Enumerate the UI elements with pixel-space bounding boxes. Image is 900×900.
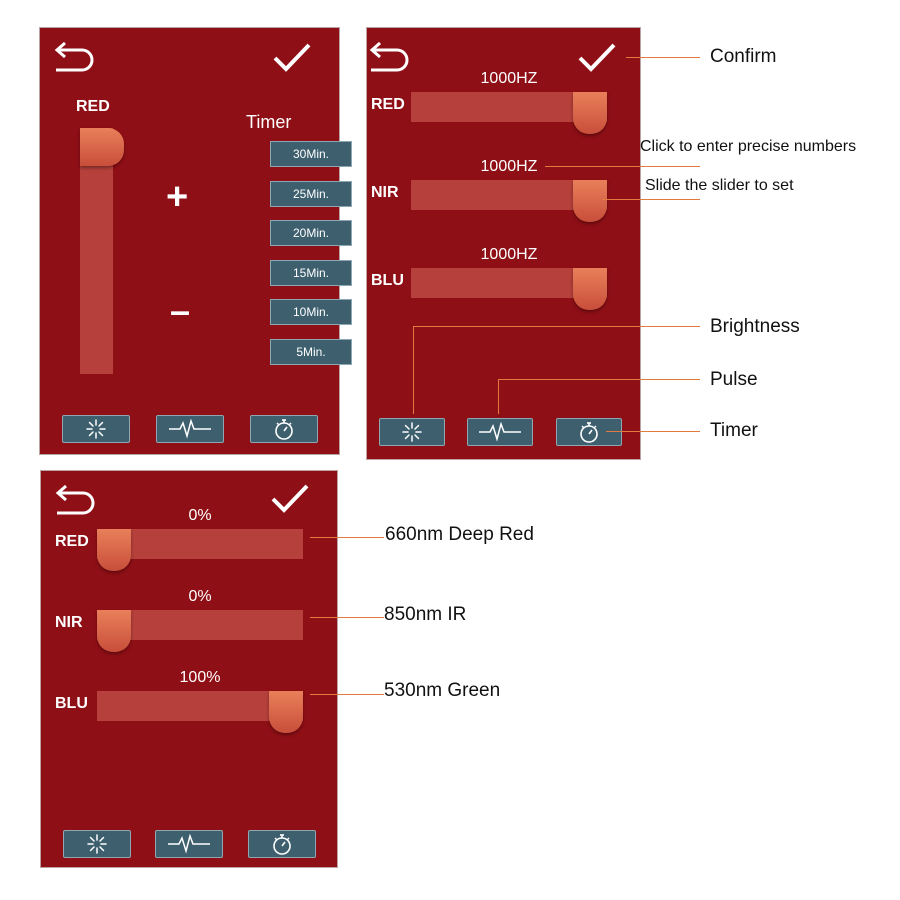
callout-line bbox=[310, 694, 384, 695]
callout-line bbox=[602, 199, 700, 200]
channel-label: NIR bbox=[55, 614, 83, 631]
callout-line bbox=[545, 166, 700, 167]
callout-line bbox=[626, 57, 700, 58]
brightness-button[interactable] bbox=[379, 418, 445, 446]
slider-track[interactable] bbox=[97, 529, 303, 559]
brightness-panel: RED 0% NIR 0% BLU 100% bbox=[40, 470, 338, 868]
pulse-button[interactable] bbox=[155, 830, 223, 858]
timer-callout: Timer bbox=[710, 420, 758, 441]
channel-label: RED bbox=[371, 96, 405, 113]
pulse-button[interactable] bbox=[467, 418, 533, 446]
slider-track[interactable] bbox=[97, 610, 303, 640]
confirm-callout: Confirm bbox=[710, 46, 777, 67]
pulse-button[interactable] bbox=[156, 415, 224, 443]
slide-callout: Slide the slider to set bbox=[645, 177, 794, 194]
plus-button[interactable]: + bbox=[166, 176, 189, 218]
channel-label: RED bbox=[76, 98, 110, 115]
channel-value[interactable]: 100% bbox=[179, 669, 221, 686]
channel-value[interactable]: 1000HZ bbox=[480, 158, 538, 175]
channel-value[interactable]: 0% bbox=[188, 588, 212, 605]
checkmark-icon[interactable] bbox=[272, 42, 312, 74]
channel-value[interactable]: 0% bbox=[188, 507, 212, 524]
slider-knob[interactable] bbox=[97, 610, 131, 652]
timer-option-button[interactable]: 30Min. bbox=[270, 141, 352, 167]
green-wavelength-callout: 530nm Green bbox=[384, 680, 501, 701]
timer-panel: RED + – Timer 30Min. 25Min. 20Min. 15Min. 10… bbox=[39, 27, 352, 455]
callout-line bbox=[413, 326, 414, 414]
nir-wavelength-callout: 850nm IR bbox=[384, 604, 467, 625]
timer-option-button[interactable]: 20Min. bbox=[270, 220, 352, 246]
brightness-callout: Brightness bbox=[710, 316, 800, 337]
timer-option-button[interactable]: 25Min. bbox=[270, 180, 352, 207]
slider-knob[interactable] bbox=[97, 529, 131, 571]
channel-label: BLU bbox=[55, 695, 88, 712]
callout-line bbox=[498, 379, 700, 380]
brightness-button[interactable] bbox=[62, 415, 130, 443]
timer-button[interactable] bbox=[248, 830, 316, 858]
minus-button[interactable]: – bbox=[170, 290, 191, 331]
channel-label: RED bbox=[55, 533, 89, 550]
slider-knob[interactable] bbox=[573, 180, 607, 222]
pulse-callout: Pulse bbox=[710, 369, 758, 390]
vertical-slider-knob[interactable] bbox=[80, 128, 124, 166]
brightness-button[interactable] bbox=[63, 830, 131, 858]
timer-title: Timer bbox=[246, 112, 292, 132]
callout-line bbox=[498, 379, 499, 414]
channel-label: BLU bbox=[371, 272, 404, 289]
slider-knob[interactable] bbox=[573, 92, 607, 134]
channel-value[interactable]: 1000HZ bbox=[480, 70, 538, 87]
timer-button[interactable] bbox=[556, 418, 622, 446]
slider-knob[interactable] bbox=[269, 691, 303, 733]
checkmark-icon[interactable] bbox=[270, 483, 310, 515]
back-arrow-icon[interactable] bbox=[53, 483, 95, 517]
pulse-panel: RED 1000HZ NIR 1000HZ BLU 1000HZ bbox=[366, 27, 641, 460]
timer-option-button[interactable]: 15Min. bbox=[270, 259, 352, 286]
vertical-slider-track[interactable] bbox=[80, 128, 113, 374]
red-wavelength-callout: 660nm Deep Red bbox=[385, 524, 534, 545]
precise-callout: Click to enter precise numbers bbox=[640, 138, 857, 155]
checkmark-icon[interactable] bbox=[577, 42, 617, 74]
callout-line bbox=[606, 431, 700, 432]
back-arrow-icon[interactable] bbox=[367, 40, 409, 74]
slider-knob[interactable] bbox=[573, 268, 607, 310]
callout-line bbox=[310, 617, 384, 618]
channel-value[interactable]: 1000HZ bbox=[480, 246, 538, 263]
slider-track[interactable] bbox=[97, 691, 303, 721]
back-arrow-icon[interactable] bbox=[52, 40, 94, 74]
channel-label: NIR bbox=[371, 184, 399, 201]
callout-line bbox=[310, 537, 384, 538]
timer-option-button[interactable]: 5Min. bbox=[270, 338, 352, 365]
timer-button[interactable] bbox=[250, 415, 318, 443]
timer-option-button[interactable]: 10Min. bbox=[270, 299, 352, 325]
callout-line bbox=[413, 326, 700, 327]
